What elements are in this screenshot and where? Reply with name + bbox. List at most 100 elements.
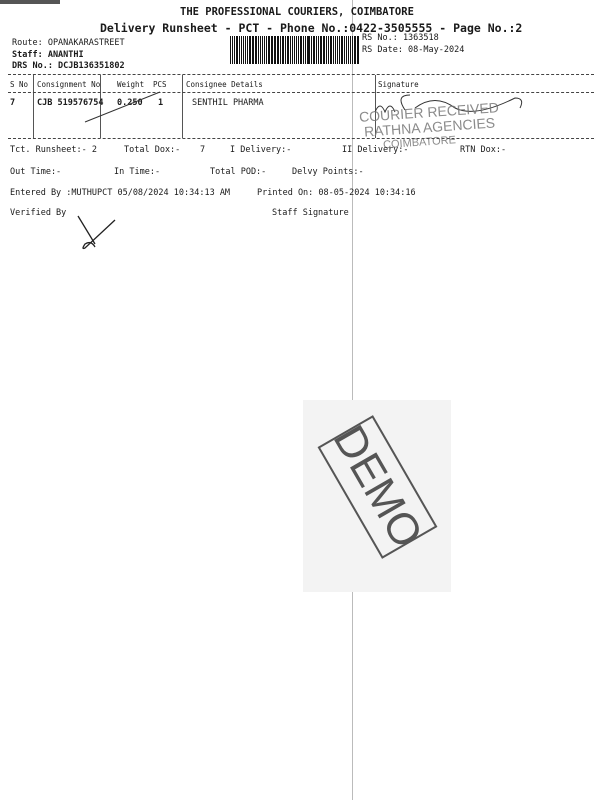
verified-by: Verified By [10, 208, 67, 218]
barcode-bar [338, 36, 340, 64]
verifier-signature [77, 215, 116, 250]
barcode-bar [235, 36, 237, 64]
rtn-dox: RTN Dox:- [460, 145, 507, 155]
barcode-bar [306, 36, 308, 64]
barcode-bar [344, 36, 346, 64]
column-line [100, 75, 101, 138]
watermark-text: DEMO [323, 417, 433, 557]
drs-number: DRS No.: DCJB136351802 [12, 61, 125, 71]
column-line [33, 75, 34, 138]
barcode-bar [267, 36, 270, 64]
barcode-bar [304, 36, 306, 64]
barcode-bar [241, 36, 243, 64]
barcode-bar [249, 36, 252, 64]
barcode-bar [295, 36, 298, 64]
company-title: THE PROFESSIONAL COURIERS, COIMBATORE [180, 6, 414, 18]
barcode-bar [262, 36, 264, 64]
col-consignment: Consignment No [37, 80, 101, 89]
barcode-bar [346, 36, 348, 64]
barcode-bar [298, 36, 300, 64]
barcode-bar [270, 36, 272, 64]
barcode-bar [335, 36, 336, 64]
printed-on: Printed On: 08-05-2024 10:34:16 [257, 188, 416, 198]
barcode-bar [237, 36, 239, 64]
total-pod: Total POD:- [210, 167, 267, 177]
delivery-points: Delvy Points:- [292, 167, 364, 177]
staff-signature: Staff Signature [272, 208, 349, 218]
barcode-bar [293, 36, 295, 64]
i-delivery: I Delivery:- [230, 145, 292, 155]
divider [8, 138, 594, 139]
barcode-bar [277, 36, 279, 64]
barcode-bar [230, 36, 231, 64]
barcode-bar [300, 36, 302, 64]
barcode-bar [308, 36, 311, 64]
col-signature: Signature [378, 80, 419, 89]
col-pcs: PCS [153, 80, 167, 89]
barcode-bar [264, 36, 265, 64]
row-sno: 7 [10, 98, 16, 108]
barcode-bar [281, 36, 283, 64]
barcode-bar [311, 36, 313, 64]
divider [8, 92, 594, 93]
column-line [182, 75, 183, 138]
barcode-bar [285, 36, 287, 64]
barcode-bar [279, 36, 281, 64]
barcode-bar [274, 36, 277, 64]
divider [8, 74, 594, 75]
barcode-bar [243, 36, 244, 64]
scan-mark [0, 0, 60, 4]
barcode-bar [317, 36, 320, 64]
barcode-bar [257, 36, 260, 64]
barcode-bar [265, 36, 267, 64]
pen-stroke [84, 91, 161, 123]
barcode-bar [325, 36, 327, 64]
barcode-bar [323, 36, 325, 64]
barcode-bar [327, 36, 330, 64]
column-line [375, 75, 376, 138]
barcode-bar [246, 36, 249, 64]
barcode-bar [333, 36, 334, 64]
barcode-bar [313, 36, 315, 64]
total-runsheet: Tct. Runsheet:- 2 [10, 145, 97, 155]
barcode-bar [244, 36, 246, 64]
barcode-bar [320, 36, 323, 64]
row-weight: 0.250 [117, 98, 143, 108]
rs-date: RS Date: 08-May-2024 [362, 45, 465, 55]
out-time: Out Time:- [10, 167, 62, 177]
barcode-bar [348, 36, 349, 64]
ii-delivery: II Delivery:- [342, 145, 409, 155]
barcode [230, 36, 360, 64]
col-sno: S No [10, 80, 29, 89]
barcode-bar [289, 36, 291, 64]
barcode-bar [354, 36, 357, 64]
barcode-bar [291, 36, 293, 64]
barcode-bar [283, 36, 285, 64]
barcode-bar [287, 36, 289, 64]
rs-number: RS No.: 1363518 [362, 33, 439, 43]
barcode-bar [231, 36, 233, 64]
runsheet-subtitle: Delivery Runsheet - PCT - Phone No.:0422… [100, 21, 523, 35]
barcode-bar [351, 36, 354, 64]
barcode-bar [302, 36, 304, 64]
barcode-bar [272, 36, 274, 64]
staff: Staff: ANANTHI [12, 50, 84, 60]
handwritten-signature [374, 94, 523, 114]
barcode-bar [330, 36, 333, 64]
total-dox-value: 7 [200, 145, 206, 155]
barcode-bar [315, 36, 317, 64]
barcode-bar [340, 36, 342, 64]
barcode-bar [342, 36, 344, 64]
barcode-bar [254, 36, 257, 64]
col-weight: Weight [117, 80, 145, 89]
barcode-bar [252, 36, 254, 64]
entered-by: Entered By :MUTHUPCT 05/08/2024 10:34:13… [10, 188, 231, 198]
barcode-bar [260, 36, 262, 64]
row-consignment: CJB 519576754 [37, 98, 104, 108]
total-dox-label: Total Dox:- [124, 145, 181, 155]
route: Route: OPANAKARASTREET [12, 38, 125, 48]
barcode-bar [357, 36, 359, 64]
demo-watermark: DEMO [303, 400, 451, 592]
barcode-bar [239, 36, 241, 64]
